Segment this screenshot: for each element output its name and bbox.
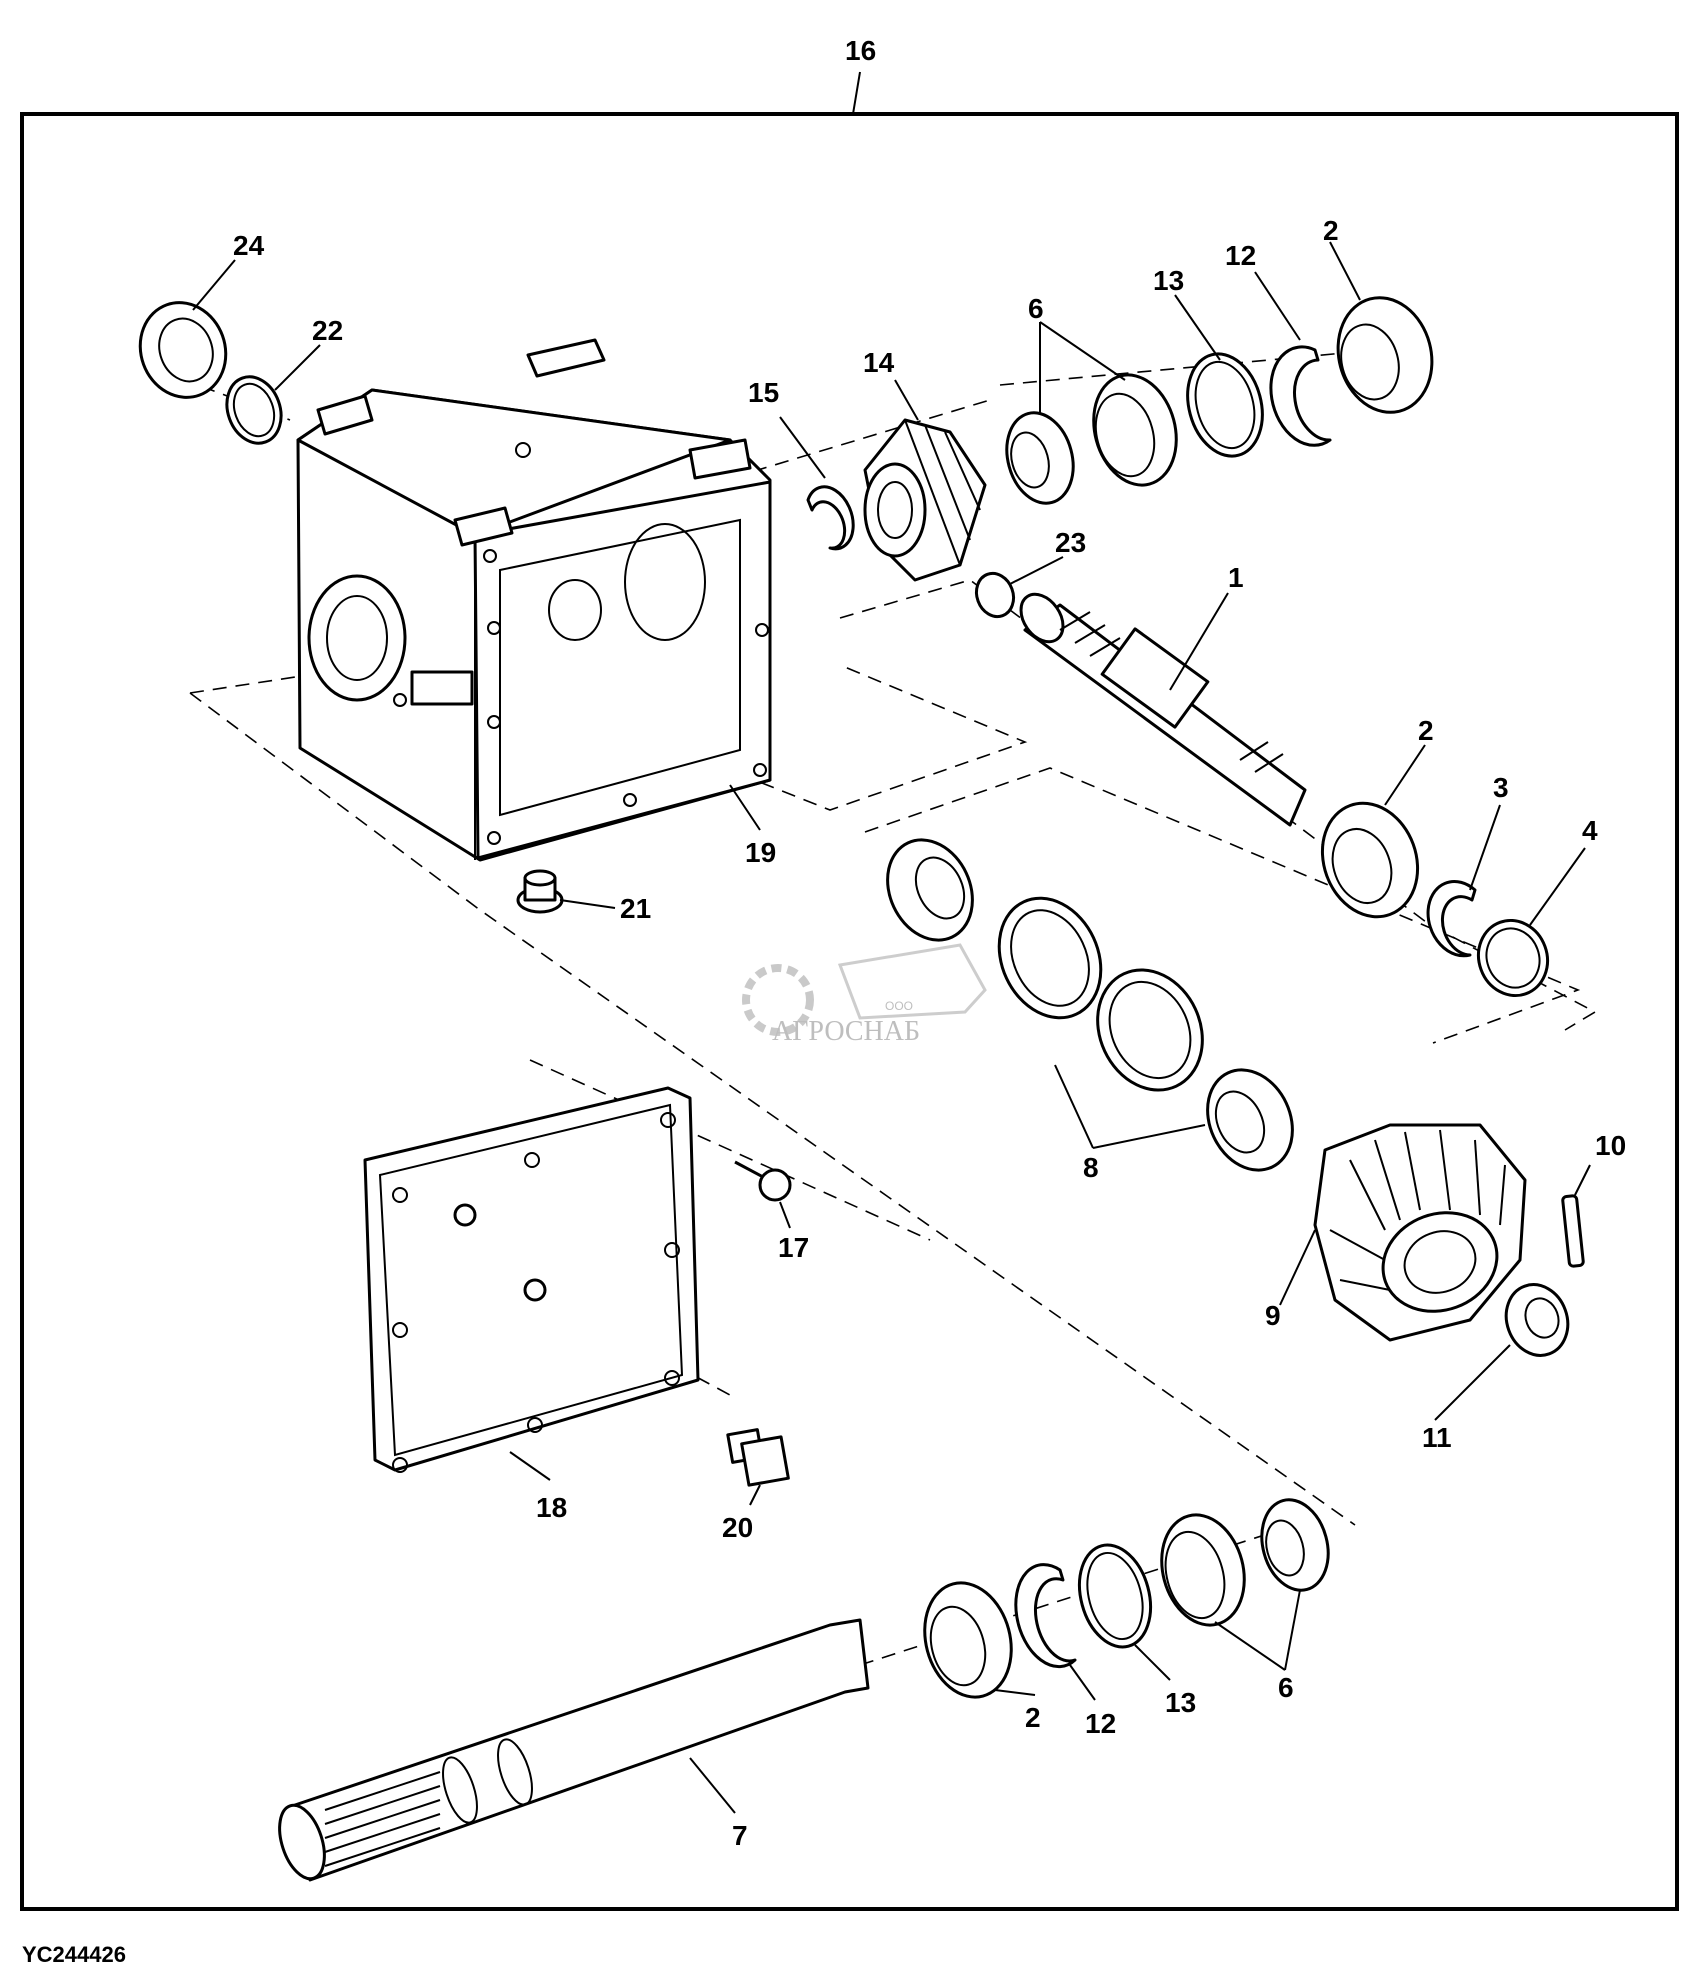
figure-code: YC244426 bbox=[22, 1942, 126, 1967]
callout-2-shaft: 2 bbox=[1418, 715, 1434, 746]
callout-20: 20 bbox=[722, 1512, 753, 1543]
callout-4: 4 bbox=[1582, 815, 1598, 846]
bevel-pinion-14 bbox=[863, 418, 987, 582]
callout-17: 17 bbox=[778, 1232, 809, 1263]
callout-13-upper: 13 bbox=[1153, 265, 1184, 296]
callout-3: 3 bbox=[1493, 772, 1509, 803]
callout-2-upper: 2 bbox=[1323, 215, 1339, 246]
bearing-cup-8-upper bbox=[997, 896, 1103, 1020]
cover-plate bbox=[363, 1086, 700, 1473]
plug-20 bbox=[726, 1428, 790, 1487]
diagram-frame bbox=[20, 112, 1679, 1911]
snap-ring-12-lower bbox=[1014, 1563, 1077, 1669]
shim-13-upper bbox=[1186, 352, 1264, 458]
pin-10 bbox=[1561, 1194, 1585, 1268]
watermark-name: АГРОСНАБ bbox=[772, 1016, 920, 1047]
snap-ring-15 bbox=[806, 485, 855, 551]
nut-11 bbox=[1504, 1283, 1570, 1357]
bearing-cup-6-lower bbox=[1160, 1513, 1246, 1627]
watermark: ООО АГРОСНАБ bbox=[742, 943, 987, 1047]
shim-13-lower bbox=[1078, 1543, 1152, 1649]
callout-21: 21 bbox=[620, 893, 651, 924]
callout-15: 15 bbox=[748, 377, 779, 408]
callouts: 16 24 22 15 14 6 13 12 2 23 1 19 21 2 3 … bbox=[233, 35, 1626, 1851]
callout-16: 16 bbox=[845, 35, 876, 66]
o-ring-22 bbox=[225, 375, 283, 445]
bearing-cone-8-upper bbox=[886, 838, 974, 942]
callout-18: 18 bbox=[536, 1492, 567, 1523]
callout-13-lower: 13 bbox=[1165, 1687, 1196, 1718]
output-shaft bbox=[278, 1618, 870, 1882]
ring-4 bbox=[1477, 918, 1549, 998]
bearing-cone-6-upper bbox=[1005, 411, 1075, 505]
callout-24: 24 bbox=[233, 230, 265, 261]
bearing-cone-8-lower bbox=[1206, 1068, 1294, 1172]
callout-8: 8 bbox=[1083, 1152, 1099, 1183]
watermark-gear-icon bbox=[742, 964, 814, 1036]
bearing-2-shaft bbox=[1320, 801, 1420, 919]
callout-9: 9 bbox=[1265, 1300, 1281, 1331]
bearing-2-upper bbox=[1336, 296, 1434, 414]
callout-1: 1 bbox=[1228, 562, 1244, 593]
callout-23: 23 bbox=[1055, 527, 1086, 558]
callout-6-lower: 6 bbox=[1278, 1672, 1294, 1703]
callout-11: 11 bbox=[1422, 1422, 1452, 1453]
callout-2-lower: 2 bbox=[1025, 1702, 1041, 1733]
o-ring-23 bbox=[974, 571, 1016, 619]
plug-17 bbox=[734, 1160, 792, 1202]
callout-6-upper: 6 bbox=[1028, 293, 1044, 324]
callout-10: 10 bbox=[1595, 1130, 1626, 1161]
oil-seal bbox=[138, 301, 228, 399]
plug-21 bbox=[516, 869, 564, 914]
snap-ring-12-upper bbox=[1269, 345, 1332, 447]
input-shaft bbox=[1019, 592, 1307, 827]
gear-housing bbox=[296, 338, 772, 862]
callout-14: 14 bbox=[863, 347, 895, 378]
bearing-cup-6-upper bbox=[1092, 373, 1178, 487]
bearing-2-lower bbox=[923, 1581, 1013, 1699]
callout-7: 7 bbox=[732, 1820, 748, 1851]
bevel-gear-9 bbox=[1313, 1123, 1527, 1342]
bearing-cup-8-lower bbox=[1096, 968, 1204, 1092]
leader-16 bbox=[852, 71, 861, 115]
watermark-harvester-icon bbox=[837, 943, 987, 1020]
callout-12-lower: 12 bbox=[1085, 1708, 1116, 1739]
bearing-cone-6-lower bbox=[1260, 1498, 1330, 1592]
leader-lines bbox=[192, 241, 1591, 1814]
callout-19: 19 bbox=[745, 837, 776, 868]
callout-22: 22 bbox=[312, 315, 343, 346]
callout-12-upper: 12 bbox=[1225, 240, 1256, 271]
watermark-prefix: ООО bbox=[885, 999, 913, 1013]
snap-ring-3 bbox=[1426, 879, 1477, 958]
